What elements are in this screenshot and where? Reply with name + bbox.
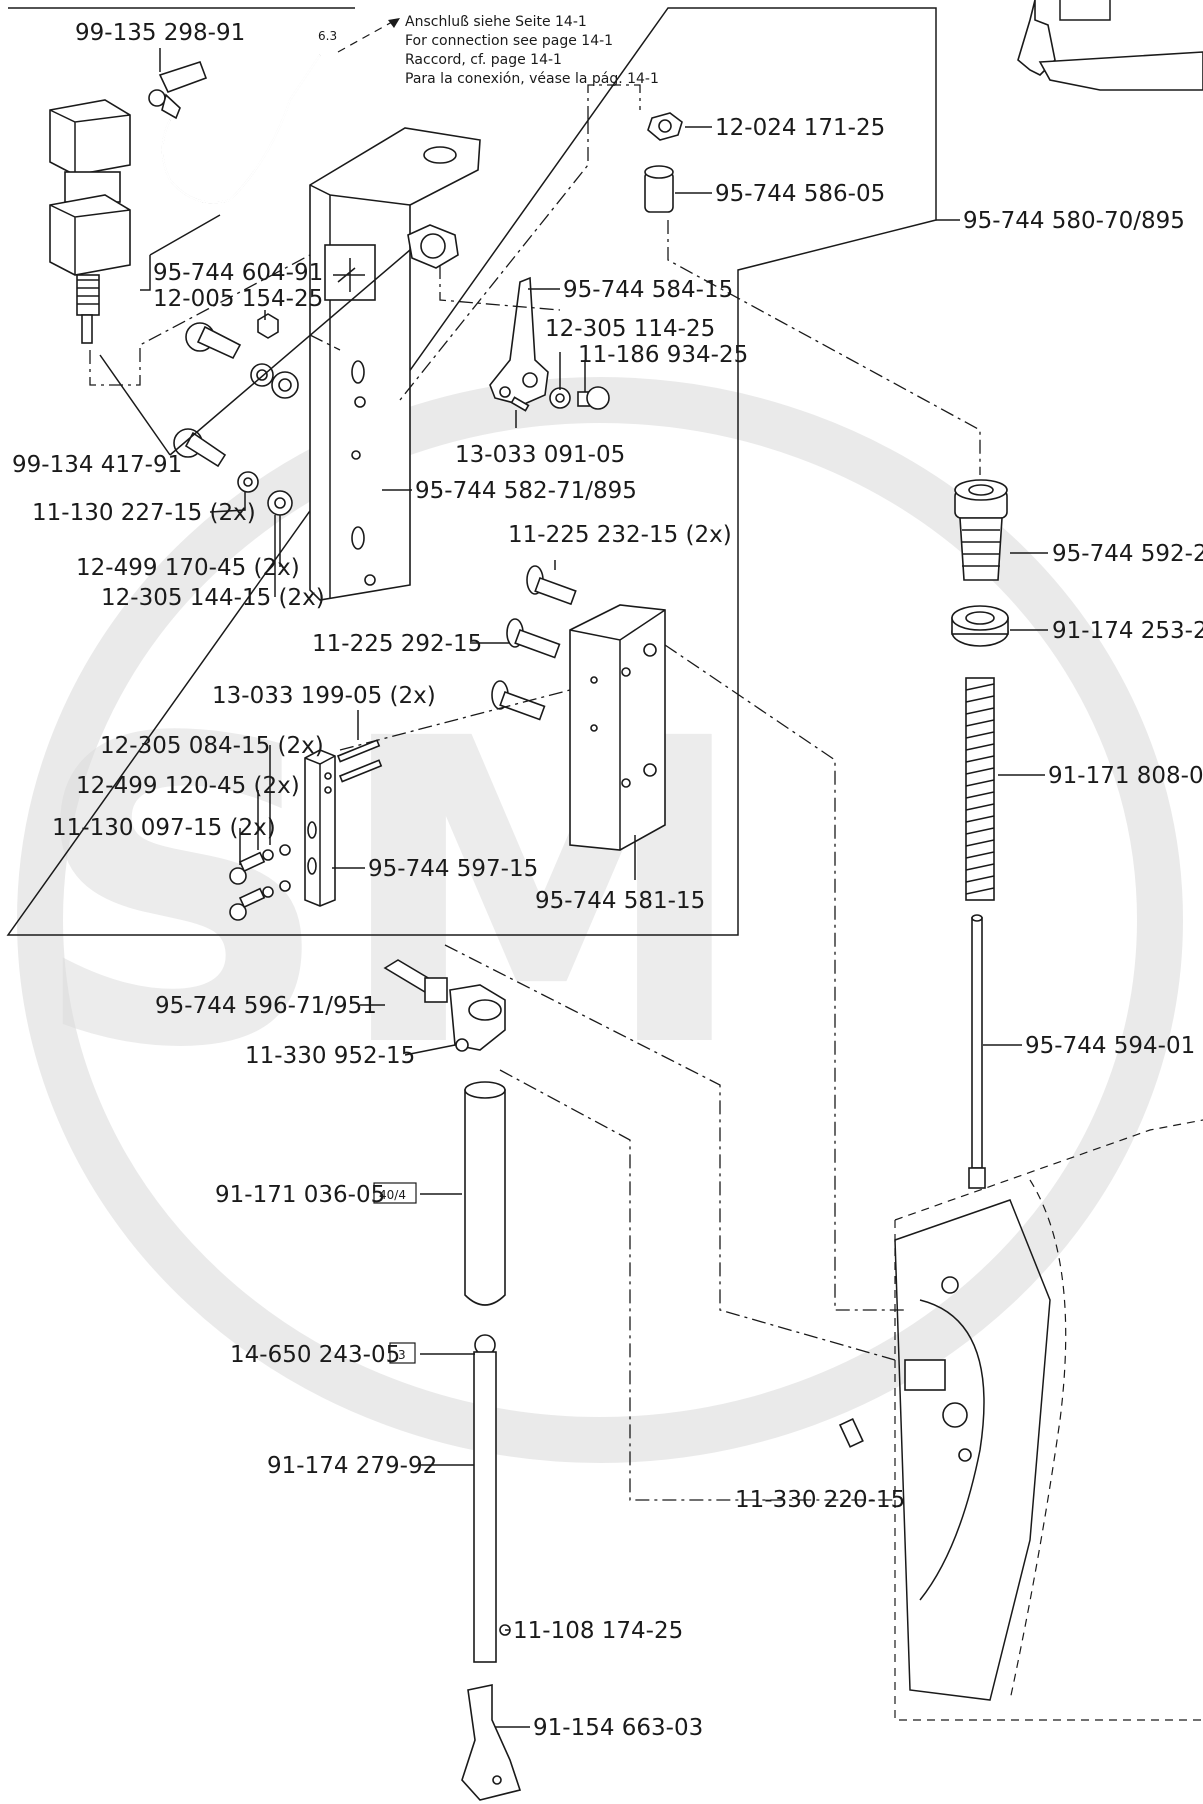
- presser-bar-guide: [383, 959, 506, 1052]
- label-95-744-604-91: 95-744 604-91: [153, 260, 323, 286]
- air-fitting: [148, 54, 321, 204]
- assembly-lines: [89, 84, 981, 1501]
- hex-nut-top: [647, 112, 683, 141]
- assembly-frame: [6, 7, 937, 936]
- boxed-ref-40-4: 40/4: [379, 1188, 406, 1202]
- label-11-330-220-15: 11-330 220-15: [735, 1487, 905, 1513]
- label-12-305-084-15: 12-305 084-15 (2x): [100, 733, 324, 759]
- tube: [464, 1081, 506, 1306]
- label-95-744-581-15: 95-744 581-15: [535, 888, 705, 914]
- note-arrow-head: [388, 18, 400, 28]
- guide-block: [569, 604, 666, 851]
- label-12-005-154-25: 12-005 154-25: [153, 286, 323, 312]
- presser-bar: [473, 1334, 511, 1663]
- label-95-744-592-21: 95-744 592-21: [1052, 541, 1203, 567]
- label-95-744-596-71-951: 95-744 596-71/951: [155, 993, 377, 1019]
- label-91-171-808-05: 91-171 808-05: [1048, 763, 1203, 789]
- label-11-130-227-15: 11-130 227-15 (2x): [32, 500, 256, 526]
- label-11-186-934-25: 11-186 934-25: [578, 342, 748, 368]
- label-91-174-253-25: 91-174 253-25: [1052, 618, 1203, 644]
- note-line-4: Para la conexión, véase la pág. 14-1: [405, 71, 659, 87]
- large-nut: [407, 224, 459, 269]
- label-91-174-279-92: 91-174 279-92: [267, 1453, 437, 1479]
- label-12-499-120-45: 12-499 120-45 (2x): [76, 773, 300, 799]
- spring: [965, 677, 995, 901]
- label-95-744-594-01: 95-744 594-01: [1025, 1033, 1195, 1059]
- screw-group-lower: [173, 428, 293, 516]
- ref-box-40-4: [373, 1182, 417, 1204]
- washer-screw-lever: [549, 386, 610, 410]
- label-11-330-952-15: 11-330 952-15: [245, 1043, 415, 1069]
- label-11-130-097-15: 11-130 097-15 (2x): [52, 815, 276, 841]
- ref-box-3: [389, 1342, 416, 1364]
- pneumatic-cylinder: [49, 99, 131, 344]
- lever: [489, 276, 549, 412]
- note-line-3: Raccord, cf. page 14-1: [405, 52, 562, 68]
- push-rod: [968, 914, 986, 1189]
- note-arrow-line: [337, 21, 393, 53]
- label-12-305-144-15: 12-305 144-15 (2x): [101, 585, 325, 611]
- note-line-2: For connection see page 14-1: [405, 33, 613, 49]
- note-line-1: Anschluß siehe Seite 14-1: [405, 14, 587, 30]
- label-95-744-584-15: 95-744 584-15: [563, 277, 733, 303]
- machine-head-thumbnail: [1017, 0, 1203, 91]
- label-11-108-174-25: 11-108 174-25: [513, 1618, 683, 1644]
- label-91-154-663-03: 91-154 663-03: [533, 1715, 703, 1741]
- arrow-ref: 6.3: [318, 29, 337, 43]
- leader-lines: [99, 48, 1048, 1728]
- label-14-650-243-05: 14-650 243-05: [230, 1342, 400, 1368]
- label-99-135-298-91: 99-135 298-91: [75, 20, 245, 46]
- label-12-499-170-45: 12-499 170-45 (2x): [76, 555, 300, 581]
- label-95-744-580-70-895: 95-744 580-70/895: [963, 208, 1185, 234]
- label-91-171-036-05: 91-171 036-05: [215, 1182, 385, 1208]
- label-95-744-586-05: 95-744 586-05: [715, 181, 885, 207]
- label-11-225-292-15: 11-225 292-15: [312, 631, 482, 657]
- plate-screws: [229, 844, 291, 921]
- knurled-nut: [951, 605, 1009, 647]
- label-13-033-199-05: 13-033 199-05 (2x): [212, 683, 436, 709]
- sleeve: [644, 165, 674, 213]
- countersunk-screws: [491, 565, 577, 721]
- label-99-134-417-91: 99-134 417-91: [12, 452, 182, 478]
- label-13-033-091-05: 13-033 091-05: [455, 442, 625, 468]
- adjusting-screw: [954, 479, 1008, 581]
- label-12-305-114-25: 12-305 114-25: [545, 316, 715, 342]
- small-nut: [257, 313, 279, 339]
- main-bracket: [309, 127, 481, 601]
- connection-note: 6.3 Anschluß siehe Seite 14-1 For connec…: [318, 14, 659, 87]
- part-labels: 99-135 298-91 12-024 171-25 95-744 586-0…: [12, 20, 1203, 1741]
- clamp-plate: [304, 739, 383, 907]
- machine-arm-body: [838, 1119, 1203, 1721]
- label-95-744-597-15: 95-744 597-15: [368, 856, 538, 882]
- boxed-ref-3: 3: [398, 1348, 406, 1362]
- label-95-744-582-71-895: 95-744 582-71/895: [415, 478, 637, 504]
- label-11-225-232-15: 11-225 232-15 (2x): [508, 522, 732, 548]
- label-12-024-171-25: 12-024 171-25: [715, 115, 885, 141]
- presser-foot: [461, 1684, 522, 1801]
